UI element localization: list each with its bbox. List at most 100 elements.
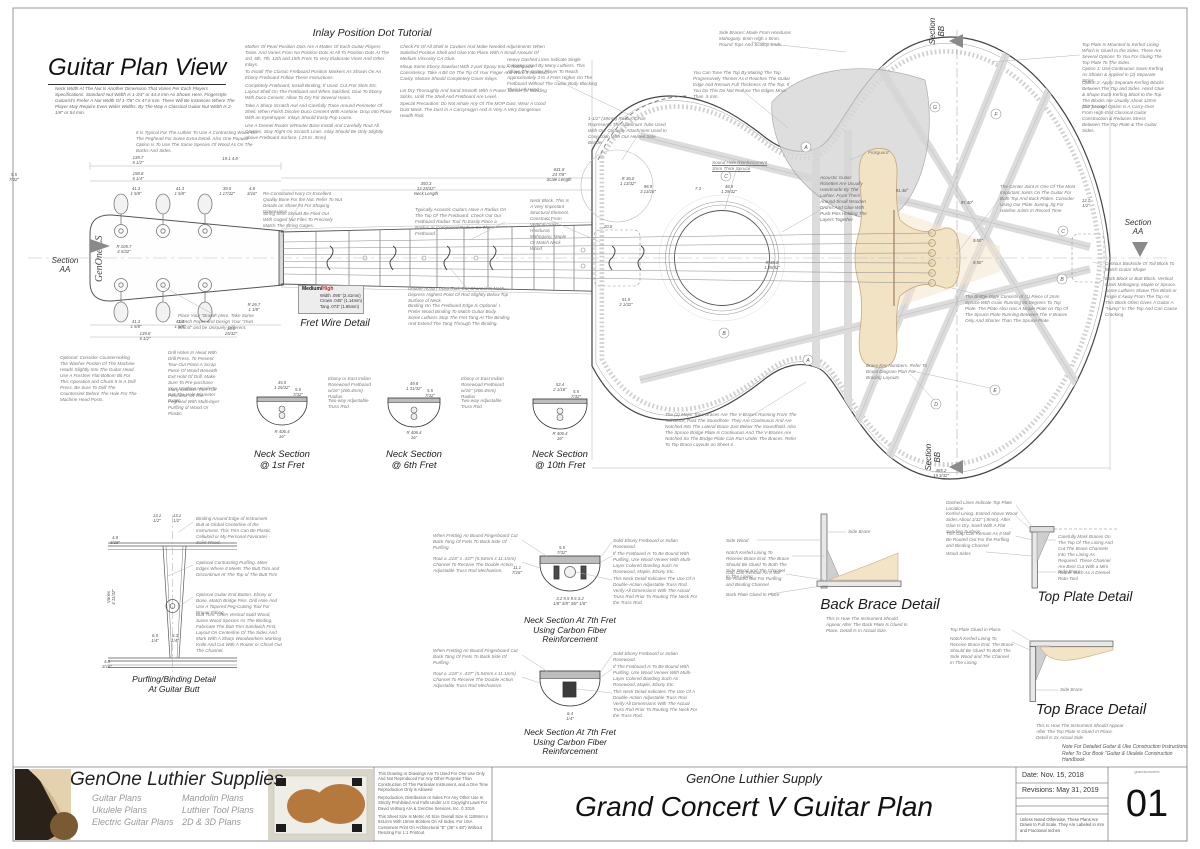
neck3-width: 52.4 2 1/16" [553,382,567,392]
tp-wood-sides: Wood Sides [946,551,971,556]
purf-d2: 13.1 1/2" [172,513,182,523]
n7a-bound: If The Fretboard Is To Be Bound With Pur… [613,551,692,574]
dim-body-len: 485.2 19 3/32" [933,468,949,478]
leader-lines [159,41,1104,419]
break-marks [326,245,645,271]
note-string-slots: String Slots Should Be Filed Out With Ga… [263,211,333,228]
photo-guitar-cutaway [15,769,78,840]
company-name: GenOne Luthier Supplies [70,769,284,790]
inlay-col1-p4: Take A Sharp Scratch Awl And Carefully T… [245,103,392,120]
purfling-title: Purfling/Binding Detail At Guitar Butt [132,674,216,694]
dim-b2: 41.3 1 5/8" [174,319,186,329]
photo-body-in-mold [268,769,373,840]
note-v-braces: The (2) Major Tone Braces Are The V-Brac… [665,412,797,447]
dim-20: 20.0 [603,224,613,229]
guitar-body [580,36,1111,480]
tp-mark-braces: Carefully Mark Braces On The Top Of The … [1058,534,1113,581]
page-title: Guitar Plan View [48,56,227,85]
neck2-width: 49.8 1 31/32" [406,381,422,391]
svg-text:B: B [1060,277,1064,283]
dim-hs-len: 139.7 5 1/2" [132,155,144,165]
section-bb-top: Section BB [927,17,946,45]
svg-text:F: F [994,112,998,118]
purfling-purfling-note: Optional Contrasting Purfling. Miter Edg… [196,560,280,577]
tb2-book-note: Note For Detailed Guitar & Uke Construct… [1062,744,1188,763]
legal-1: This Drawing or Drawings Are To Used For… [378,771,489,793]
neck1-title: Neck Section @ 1st Fret [254,449,310,471]
svg-text:D: D [934,402,938,408]
dim-scale-len: 631.8 24 7/8" Scale Length [546,167,572,182]
dim-tail: 12.7 1/2" [1081,198,1091,208]
neck1-width: 45.5 1 25/32" [274,380,290,390]
fret-wire-grade: Medium/High [302,286,334,292]
bb-caption: This Is How The Instrument Should Appear… [826,616,908,633]
inlay-col2-p1: Check Fit Of All Shell In Cavities And M… [400,44,545,61]
tb2-glued: Top Plate Glued in Place. [950,627,1002,632]
soundhole [674,210,770,306]
section-aa-left: Section AA [51,256,79,275]
note-nut-width: Neck Width At The Nut Is Another Dimensi… [55,86,235,115]
bb-side-wood: Side Wood [726,538,749,543]
brand-line: GenOne Luthier Supply [686,771,822,786]
purf-d6: 6.3 1/4" [171,633,179,643]
note-top-plate-mounting: Top Plate Is Mounted to Kerfed Lining Wh… [1082,42,1162,65]
svg-text:C: C [1061,229,1065,235]
top-plate-drawing [985,504,1118,589]
back-brace-title: Back Brace Detail [820,596,940,613]
note-soundhole-reinforcement: Sound Hole Reinforcement 3mm Thick Spruc… [712,160,768,171]
cutaway-dashed [597,95,687,161]
n7a-fretting: When Fretting An Bound Fingerboard Cut B… [433,533,518,550]
dim-b4: 19.5 25/32" [224,326,238,336]
bb-back-plate: Back Plate Glued In Place [726,592,780,597]
note-bend-radius: 1-1/2" (38mm) Radius Circle Represents T… [588,116,667,145]
n7a-d1: 5.5 7/32" [557,545,567,555]
n7a-rout: Rout a .218" x .437" (5.54mm x 11.1mm) C… [433,556,516,573]
section-arrows [90,34,1148,474]
dim-nut-thk: 5.5 7/32" [9,172,19,182]
note-peghead-trim: Many Luthiers Trim The Perimeter Of The … [168,387,220,416]
fret-wire-box [298,285,364,314]
note-center-joint: The Center Joint Is One Of The Most Impo… [1000,184,1076,213]
note-fretboard-binding: Binding On The Fretboard Edge Is Optiona… [408,303,510,326]
revisions-row: Revisions: May 31, 2019 [1022,787,1099,794]
products-col1: Guitar Plans Ukulele Plans Electric Guit… [92,793,174,828]
purf-d5: 6.5 1/4" [151,633,159,643]
note-kerfing-option2b: The Second Option Is A Carry-Over From H… [1082,104,1157,133]
truss-label-2: Two-way Adjustable Truss Rod [461,398,502,409]
strings [282,232,933,284]
section-aa-right: Section AA [1124,218,1152,237]
n7b-title: Neck Section At 7th Fret Using Carbon Fi… [524,727,616,757]
n7b-bound: If The Fretboard Is To Be Bound With Pur… [613,664,692,687]
dim-r105: R 105.7 4 5/32" [116,244,132,254]
n7a-fretboard: Solid Ebony Fretboard or Indian Rosewood… [613,538,678,549]
note-drill-holes: Drill Holes In Head With Drill Press. To… [168,350,218,403]
scale-note: Unless Noted Otherwise, These Plans Are … [1020,817,1104,833]
tp-side-brace: Side Brace [1058,569,1081,574]
neck1-thk: 5.5 7/32" [293,387,303,397]
inlay-col2-p4: Special Precaution: Do Not Inhale Any Of… [400,101,546,118]
n7b-fretting: When Fretting An Bound Fingerboard Cut B… [433,648,518,665]
bb-side-brace: Side Brace [848,529,871,534]
purf-d3: 4.8 3/16" [110,535,120,545]
dim-96: 96.9 3 13/16" [640,184,656,194]
inlay-col2-p2: Mixup Some Ebony Sawdust With 2-part Epo… [400,64,549,81]
top-brace-drawing [1011,629,1114,702]
truss-label-1: Two-way Adjustable Truss Rod [328,398,369,409]
neck7-details [521,539,613,707]
note-side-braces: Side Braces: Made From Honduras Mahogany… [719,30,791,47]
purf-d1: 13.1 1/2" [152,513,162,523]
svg-text:B: B [722,331,726,337]
dim-t4: 4.8 3/16" [247,186,257,196]
dim-hs-total: 158.8 6 1/4" [132,171,144,181]
note-brace-key: Brace Key Numbers. Refer To Brace Diagra… [866,363,928,380]
dim-b3: 139.8 5 1/2" [139,331,151,341]
bb-notch: Notch Kerfed Lining To Receive Brace End… [726,550,790,579]
note-brand: Place Your "Brand" Here. Take Some Sketc… [178,313,254,330]
fret-wire-specs: Width .095" (2.41mm) Crown .045" (1.14mm… [320,293,362,309]
bb-gap: Gap Can Remain As It Will Be Routed Out … [726,570,782,587]
note-peghead-wood: It Is Typical For The Luthier To Use A C… [136,130,257,153]
purf-d7: 4.8 3/16" [102,659,112,669]
note-top-tuning: You Can Tune The Top By Making The Top P… [693,70,791,99]
dim-485j: 48.5 1 29/32" [721,184,737,194]
